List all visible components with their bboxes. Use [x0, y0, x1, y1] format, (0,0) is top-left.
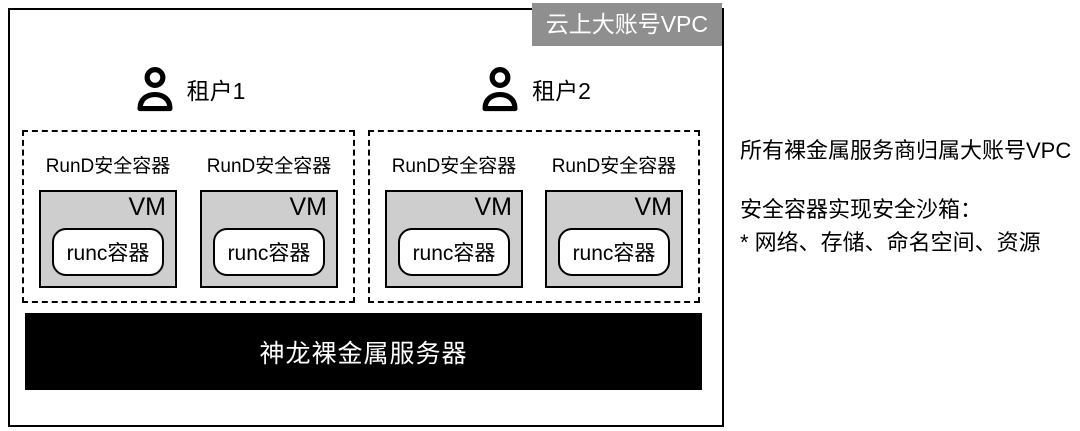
user-icon — [132, 64, 178, 114]
vm-label: VM — [289, 193, 328, 221]
runc-container-box: runc容器 — [213, 228, 325, 276]
bare-metal-server-bar: 神龙裸金属服务器 — [25, 313, 702, 390]
vm-label: VM — [128, 193, 167, 221]
rund-container-section: RunD安全容器 VM runc容器 — [39, 132, 177, 301]
vm-box: VM runc容器 — [385, 190, 523, 288]
runc-container-box: runc容器 — [558, 228, 670, 276]
note-line-1: 所有裸金属服务商归属大账号VPC — [740, 138, 1072, 163]
runc-container-box: runc容器 — [52, 228, 164, 276]
rund-container-section: RunD安全容器 VM runc容器 — [200, 132, 338, 301]
rund-container-title: RunD安全容器 — [391, 156, 517, 177]
tenant-2-box: RunD安全容器 VM runc容器 RunD安全容器 VM runc容器 — [368, 130, 700, 303]
tenant-2-header: 租户2 — [368, 64, 700, 114]
rund-container-section: RunD安全容器 VM runc容器 — [545, 132, 683, 301]
vm-box: VM runc容器 — [545, 190, 683, 288]
tenant-1-header: 租户1 — [22, 64, 355, 114]
rund-container-title: RunD安全容器 — [551, 156, 677, 177]
vm-label: VM — [474, 193, 513, 221]
vm-box: VM runc容器 — [39, 190, 177, 288]
tenant-label: 租户1 — [186, 78, 246, 104]
runc-container-box: runc容器 — [398, 228, 510, 276]
annotation-notes: 所有裸金属服务商归属大账号VPC 安全容器实现安全沙箱： * 网络、存储、命名空… — [740, 134, 1071, 259]
rund-container-section: RunD安全容器 VM runc容器 — [385, 132, 523, 301]
rund-container-title: RunD安全容器 — [206, 156, 332, 177]
note-line-3: * 网络、存储、命名空间、资源 — [740, 230, 1041, 255]
server-label: 神龙裸金属服务器 — [259, 339, 468, 368]
vm-box: VM runc容器 — [200, 190, 338, 288]
vpc-label: 云上大账号VPC — [531, 3, 722, 46]
tenant-1-box: RunD安全容器 VM runc容器 RunD安全容器 VM runc容器 — [22, 130, 355, 303]
user-icon — [477, 64, 523, 114]
rund-container-title: RunD安全容器 — [45, 156, 171, 177]
vpc-container: 云上大账号VPC 租户1 租户2 RunD安 — [8, 3, 724, 427]
tenant-label: 租户2 — [532, 78, 591, 104]
note-line-2: 安全容器实现安全沙箱： — [740, 197, 983, 222]
vm-label: VM — [634, 193, 673, 221]
